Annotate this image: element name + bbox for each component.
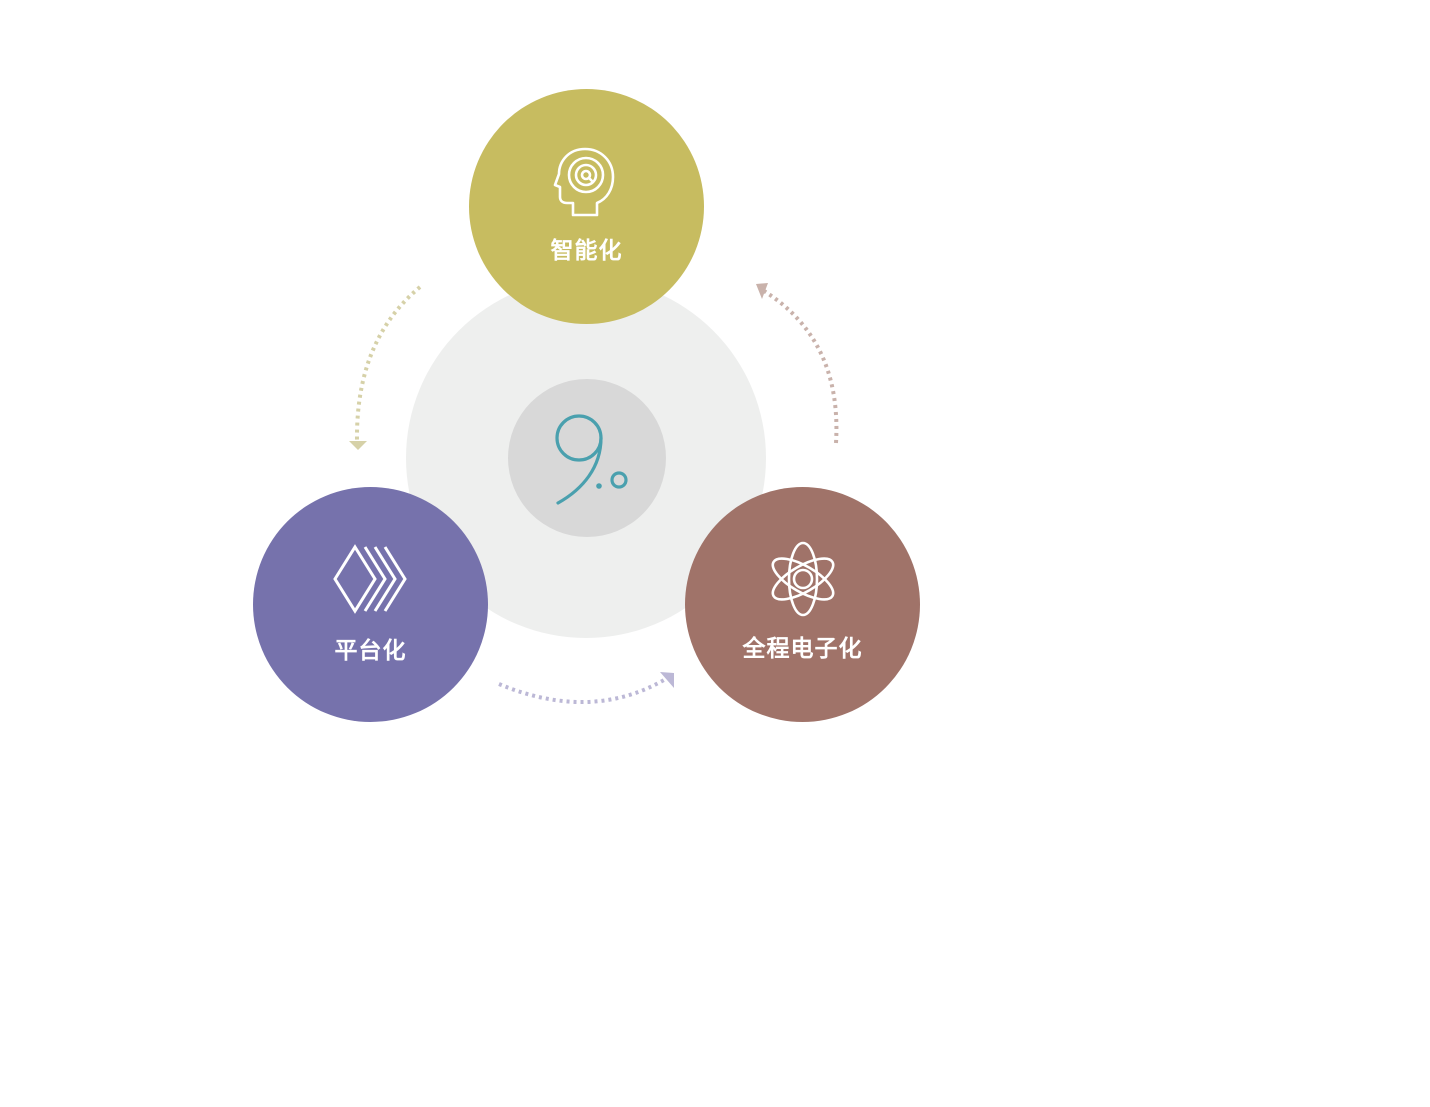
atom-icon: [771, 541, 834, 617]
version-9-logo-icon: [555, 414, 628, 505]
node-electronic: 全程电子化: [685, 487, 920, 722]
arrow-left-to-right: [498, 672, 674, 704]
node-label: 平台化: [334, 638, 407, 664]
arrow-right-to-top: [756, 283, 839, 444]
node-label: 全程电子化: [742, 636, 863, 662]
node-intelligent: 智能化: [469, 89, 704, 324]
layered-diamonds-icon: [332, 544, 407, 614]
arrow-top-to-left: [349, 285, 422, 450]
center-hub: [508, 379, 666, 537]
node-platform: 平台化: [253, 487, 488, 722]
node-label: 智能化: [550, 238, 623, 264]
head-target-icon: [553, 147, 614, 217]
